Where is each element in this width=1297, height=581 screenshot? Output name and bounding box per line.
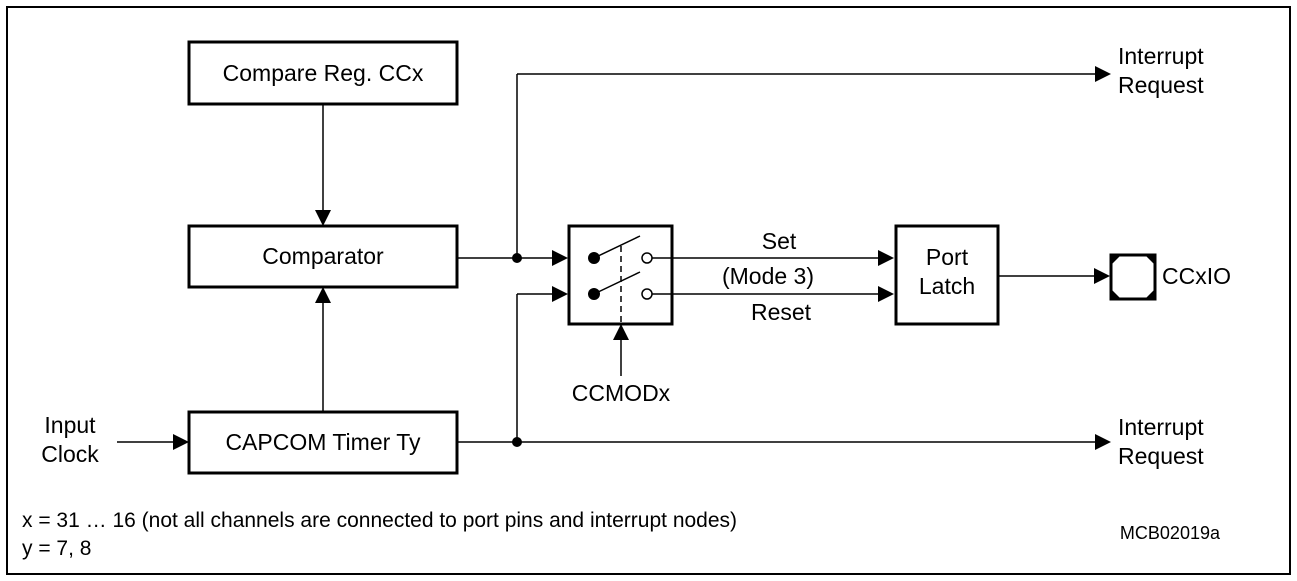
interrupt-request-top-line2: Request xyxy=(1118,72,1204,98)
set-line xyxy=(652,250,894,266)
compare-reg-block: Compare Reg. CCx xyxy=(187,40,459,106)
capcom-timer-block: CAPCOM Timer Ty xyxy=(187,410,459,475)
set-label: Set xyxy=(762,228,797,254)
ccmodx-label: CCMODx xyxy=(572,380,671,406)
reset-label: Reset xyxy=(751,299,812,325)
input-clock-label-line1: Input xyxy=(44,412,96,438)
interrupt-request-top-line1: Interrupt xyxy=(1118,43,1204,69)
compare-reg-label: Compare Reg. CCx xyxy=(223,60,424,86)
ccmodx-arrow xyxy=(613,324,629,376)
interrupt-request-bottom-line2: Request xyxy=(1118,443,1204,469)
port-latch-label-line2: Latch xyxy=(919,273,975,299)
timer-to-comparator-arrow xyxy=(315,287,331,412)
timer-output-line xyxy=(457,286,1111,450)
comparator-label: Comparator xyxy=(262,243,384,269)
port-latch-block: Port Latch xyxy=(894,224,1000,326)
diagram-frame xyxy=(6,6,1291,575)
reset-line xyxy=(652,286,894,302)
note-y-range: y = 7, 8 xyxy=(22,537,91,560)
comparator-output-line xyxy=(457,66,1111,266)
input-clock-label-line2: Clock xyxy=(41,441,99,467)
ccxio-label: CCxIO xyxy=(1162,263,1231,289)
compare-to-comparator-arrow xyxy=(315,104,331,226)
mode-label: (Mode 3) xyxy=(722,263,814,289)
comparator-block: Comparator xyxy=(187,224,459,289)
ccxio-pin-icon xyxy=(1109,253,1157,301)
note-x-range: x = 31 … 16 (not all channels are connec… xyxy=(22,509,737,532)
capcom-timer-label: CAPCOM Timer Ty xyxy=(225,429,421,455)
port-latch-label-line1: Port xyxy=(926,244,969,270)
input-clock-arrow xyxy=(117,434,189,450)
mode-switch-block xyxy=(567,224,674,326)
figure-code: MCB02019a xyxy=(1120,523,1221,543)
interrupt-request-bottom-line1: Interrupt xyxy=(1118,414,1204,440)
latch-to-pin-arrow xyxy=(998,268,1110,284)
